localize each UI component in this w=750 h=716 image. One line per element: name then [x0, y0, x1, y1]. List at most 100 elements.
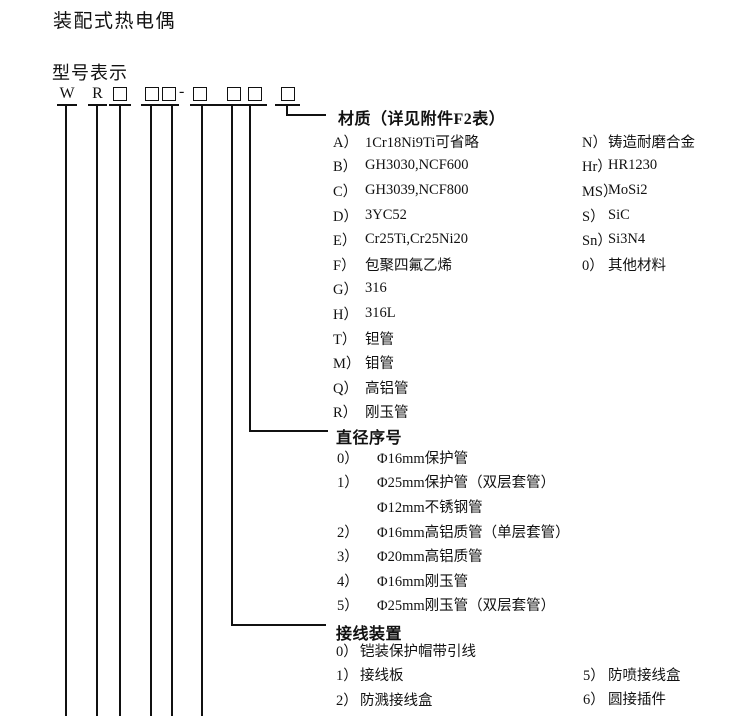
code-box	[227, 87, 241, 101]
leader-line-diameter	[249, 106, 251, 432]
section-title-material: 材质（详见附件F2表）	[338, 111, 506, 128]
list-item: Sn）Si3N4	[582, 227, 695, 252]
list-item: 5）Φ25mm刚玉管（双层套管）	[337, 593, 570, 618]
list-item: 2）防溅接线盒	[336, 687, 476, 712]
code-letter-r: R	[92, 85, 103, 102]
item-code: 0）	[336, 643, 358, 660]
leader-line-w	[65, 106, 67, 716]
item-desc: GH3030,NCF600	[365, 157, 469, 174]
list-item: MS）MoSi2	[582, 178, 695, 203]
item-desc: 圆接插件	[608, 692, 666, 709]
item-desc: 316L	[365, 304, 396, 321]
list-item: H）316L	[333, 301, 479, 326]
item-code: R）	[333, 405, 358, 422]
item-desc: 包聚四氟乙烯	[365, 257, 452, 274]
item-desc: Cr25Ti,Cr25Ni20	[365, 231, 469, 248]
item-desc: Φ16mm刚玉管	[377, 573, 469, 590]
list-item: D） 3YC52	[333, 203, 479, 228]
item-code: D）	[333, 208, 358, 225]
list-item: R） 刚玉管	[333, 400, 479, 425]
code-box	[144, 87, 159, 101]
item-code: G）	[333, 282, 358, 299]
code-letter-w: W	[59, 85, 75, 102]
item-code: 6）	[583, 692, 605, 709]
item-desc: 铠装保护帽带引线	[360, 643, 476, 660]
wiring-list-left: 0）铠装保护帽带引线 1）接线板 2）防溅接线盒	[336, 638, 476, 712]
list-item: M）钼管	[333, 350, 479, 375]
item-desc: 1Cr18Ni9Ti可省略	[365, 134, 479, 151]
list-item: G） 316	[333, 277, 479, 302]
code-group-4	[275, 85, 300, 106]
item-code: A）	[333, 134, 358, 151]
item-desc: 高铝管	[365, 380, 409, 397]
item-desc: GH3039,NCF800	[365, 181, 469, 198]
list-item: B） GH3030,NCF600	[333, 154, 479, 179]
list-item: 0）铠装保护帽带引线	[336, 638, 476, 663]
item-desc: 刚玉管	[365, 405, 409, 422]
item-desc: Φ25mm刚玉管（双层套管）	[377, 598, 556, 615]
item-code: 3）	[337, 549, 359, 566]
model-designation-label: 型号表示	[52, 63, 128, 83]
item-code: C）	[333, 183, 358, 200]
item-desc: Φ12mm不锈钢管	[377, 499, 483, 516]
list-item: 0）其他材料	[582, 252, 695, 277]
code-box	[113, 87, 127, 101]
list-item: A） 1Cr18Ni9Ti可省略	[333, 129, 479, 154]
item-desc: SiC	[608, 206, 630, 223]
list-item: Q） 高铝管	[333, 375, 479, 400]
code-group-w: W	[57, 85, 77, 106]
item-code: Sn）	[582, 233, 612, 250]
item-desc: 其他材料	[608, 257, 666, 274]
leader-elbow-diameter	[249, 430, 328, 432]
list-item: 2）Φ16mm高铝质管（单层套管）	[337, 519, 570, 544]
item-desc: Si3N4	[608, 231, 646, 248]
list-item: N）铸造耐磨合金	[582, 129, 695, 154]
code-box	[248, 87, 262, 101]
leader-line-box3	[171, 106, 173, 716]
item-code: M）	[333, 356, 361, 373]
diameter-list: 0）Φ16mm保护管 1）Φ25mm保护管（双层套管） Φ12mm不锈钢管 2）…	[337, 445, 570, 617]
section-title-wiring: 接线装置	[336, 626, 403, 643]
item-code: 4）	[337, 573, 359, 590]
material-list-left: A） 1Cr18Ni9Ti可省略 B） GH3030,NCF600 C） GH3039…	[333, 129, 479, 424]
leader-elbow-material	[286, 114, 326, 116]
list-item: 1）Φ25mm保护管（双层套管）	[337, 470, 570, 495]
item-desc: 铸造耐磨合金	[608, 134, 695, 151]
item-code: F）	[333, 257, 356, 274]
list-item: 4） Φ16mm刚玉管	[337, 568, 570, 593]
item-desc: 防溅接线盒	[360, 692, 433, 709]
item-code: 1）	[336, 668, 358, 685]
item-code: 2）	[337, 524, 359, 541]
item-code: T）	[333, 331, 357, 348]
material-list-right: N）铸造耐磨合金 Hr）HR1230 MS）MoSi2 S）SiC Sn）Si3…	[582, 129, 695, 277]
list-item: Hr）HR1230	[582, 154, 695, 179]
leader-line-material	[286, 106, 288, 116]
item-code: E）	[333, 233, 357, 250]
item-desc: 3YC52	[365, 206, 407, 223]
item-code: 0）	[337, 450, 359, 467]
code-group-3	[190, 85, 267, 106]
item-desc: 钽管	[365, 331, 394, 348]
item-desc: 接线板	[360, 668, 404, 685]
list-item: T） 钽管	[333, 326, 479, 351]
item-code: 2）	[336, 692, 358, 709]
page-title: 装配式热电偶	[53, 11, 177, 32]
list-item: 6）圆接插件	[583, 687, 681, 712]
list-item: F） 包聚四氟乙烯	[333, 252, 479, 277]
item-code: 5）	[583, 667, 605, 684]
leader-line-wiring	[231, 106, 233, 626]
item-code: B）	[333, 159, 358, 176]
item-code: Q）	[333, 380, 358, 397]
list-item: Φ12mm不锈钢管	[337, 494, 570, 519]
section-title-diameter: 直径序号	[336, 430, 403, 447]
list-item: 0）Φ16mm保护管	[337, 445, 570, 470]
item-desc: MoSi2	[608, 181, 648, 198]
item-code: N）	[582, 134, 607, 151]
code-group-r: R	[88, 85, 107, 106]
item-code: S）	[582, 208, 605, 225]
list-item: 5）防喷接线盒	[583, 662, 681, 687]
item-desc: 316	[365, 280, 387, 297]
item-desc: 防喷接线盒	[608, 667, 681, 684]
leader-line-box4	[201, 106, 203, 716]
